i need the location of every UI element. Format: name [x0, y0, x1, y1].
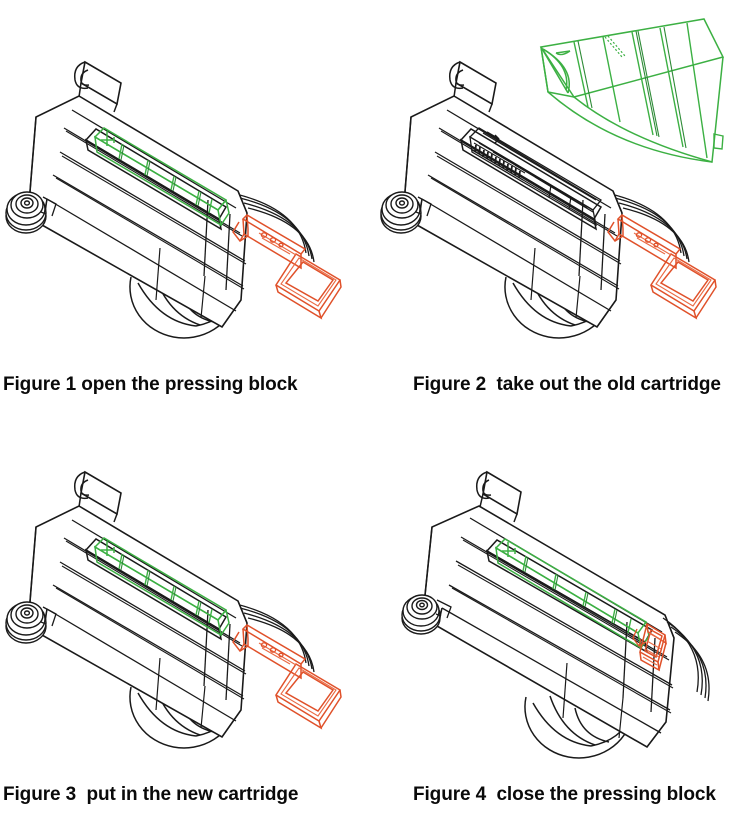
figure-3-caption: Figure 3 put in the new cartridge: [3, 784, 299, 805]
figure-panel-1: Figure 1 open the pressing block: [0, 0, 375, 410]
figure-panel-2: Figure 2 take out the old cartridge: [375, 0, 750, 410]
figure-3-drawing: [0, 410, 375, 775]
figure-panel-3: Figure 3 put in the new cartridge: [0, 410, 375, 820]
figure-4-drawing: [375, 410, 750, 775]
figure-4-caption: Figure 4 close the pressing block: [413, 784, 716, 805]
figure-1-caption: Figure 1 open the pressing block: [3, 374, 298, 395]
figure-panel-4: Figure 4 close the pressing block: [375, 410, 750, 820]
figure-2-caption: Figure 2 take out the old cartridge: [413, 374, 721, 395]
figure-2-drawing: [375, 0, 750, 365]
figure-1-drawing: [0, 0, 375, 365]
